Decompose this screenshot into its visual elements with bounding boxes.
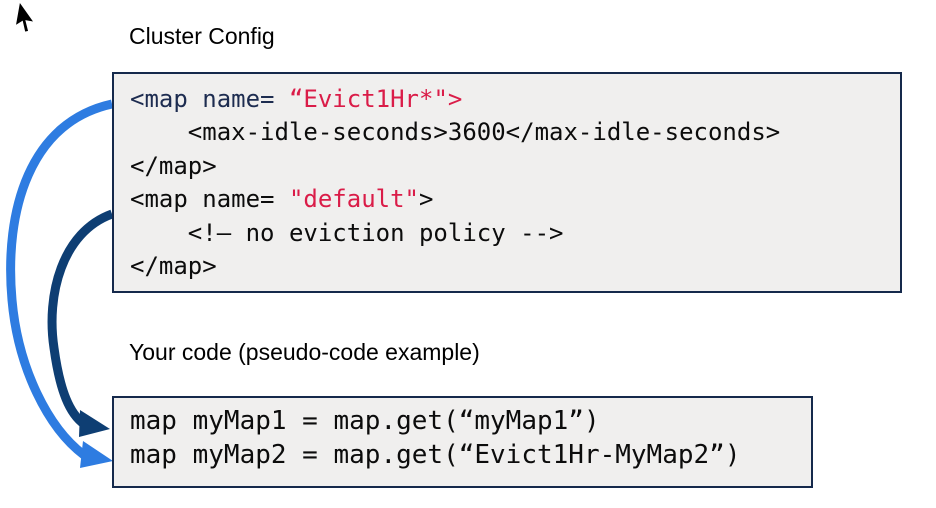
arrow-evict-curve xyxy=(6,99,113,459)
code-segment: </map> xyxy=(130,151,217,180)
code-segment: "default" xyxy=(288,185,419,214)
code-line: </map> xyxy=(130,250,900,283)
code-segment: > xyxy=(419,185,434,214)
arrowhead-evict-icon xyxy=(80,441,113,468)
arrow-default-curve xyxy=(47,209,114,428)
code-segment: map myMap2 = map.get(“Evict1Hr-MyMap2”) xyxy=(130,440,741,470)
code-line: </map> xyxy=(130,150,900,183)
code-segment: </map> xyxy=(130,252,217,281)
your-code-title: Your code (pseudo-code example) xyxy=(129,339,480,365)
cluster-config-title: Cluster Config xyxy=(129,23,275,49)
code-line: map myMap1 = map.get(“myMap1”) xyxy=(130,404,811,438)
arrow-default-config-to-mymap1 xyxy=(47,209,114,437)
code-line: <max-idle-seconds>3600</max-idle-seconds… xyxy=(130,116,900,149)
code-line: map myMap2 = map.get(“Evict1Hr-MyMap2”) xyxy=(130,438,811,472)
code-segment: <max-idle-seconds>3600</max-idle-seconds… xyxy=(130,118,781,147)
code-segment: map myMap1 = map.get(“myMap1”) xyxy=(130,406,600,436)
code-segment: <!– no eviction policy --> xyxy=(130,218,564,247)
your-code-box: map myMap1 = map.get(“myMap1”) map myMap2… xyxy=(112,396,813,488)
code-line: <map name= "default"> xyxy=(130,183,900,216)
arrow-evict-config-to-mymap2 xyxy=(6,99,113,468)
code-line: <!– no eviction policy --> xyxy=(130,217,900,250)
cluster-config-code-box: <map name= “Evict1Hr*"> <max-idle-second… xyxy=(112,72,902,293)
code-line: <map name= “Evict1Hr*"> xyxy=(130,83,900,116)
code-segment: <map name= xyxy=(130,185,289,214)
code-segment: <map name= xyxy=(130,85,289,113)
arrowhead-default-icon xyxy=(79,410,110,437)
code-segment: “Evict1Hr*"> xyxy=(288,85,463,113)
mouse-pointer-icon xyxy=(13,0,37,34)
